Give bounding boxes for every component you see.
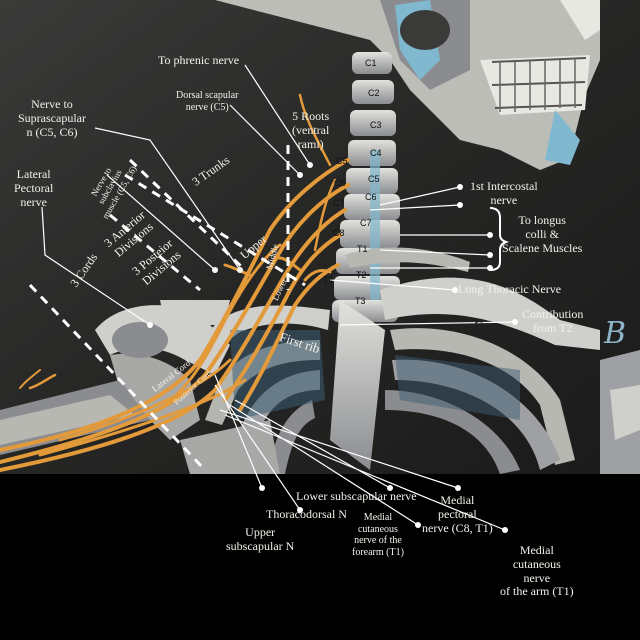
vertebra-label-t1: T1: [357, 244, 368, 254]
clavicle-bone: [380, 277, 600, 350]
nerve-root-c8: [223, 233, 342, 402]
brace: [489, 207, 510, 271]
nerve-root-t1: [238, 263, 340, 412]
vertebra-label-c5: C5: [368, 174, 380, 184]
vertebra-label-t2: T2: [356, 270, 367, 280]
vertebra-label-t3: T3: [355, 296, 366, 306]
nerve-root-c5: [0, 158, 350, 452]
nerve-root-c7: [0, 208, 347, 472]
sternum: [330, 300, 385, 470]
brachial-plexus: [0, 93, 350, 472]
label-thoracodorsal: Thoracodorsal N: [266, 507, 347, 521]
skull: [215, 0, 600, 170]
vertebra-label-c2: C2: [368, 88, 380, 98]
root-label-c7: C7: [333, 198, 345, 208]
vertebra-label-c7: C7: [360, 218, 372, 228]
label-area: [0, 474, 640, 640]
vertebra-label-c3: C3: [370, 120, 382, 130]
nerve-root-c6: [0, 183, 350, 464]
label-long-thoracic: Long Thoracic Nerve: [458, 282, 562, 296]
leader-dots: [147, 162, 518, 533]
vertebra-label-c1: C1: [365, 58, 377, 68]
root-label-t1: T1: [323, 275, 334, 285]
vertebra-label-c4: C4: [370, 148, 382, 158]
section-dividers: [28, 145, 306, 472]
root-label-c6: C6: [334, 178, 346, 188]
shoulder: [0, 300, 280, 474]
leader-lines: [41, 64, 516, 531]
label-to-phrenic-nerve: To phrenic nerve: [158, 53, 240, 67]
label-lower-subscapular: Lower subscapular nerve: [296, 489, 417, 503]
vertebra-label-c6: C6: [365, 192, 377, 202]
artist-signature: B: [604, 316, 627, 351]
vertebra-c2: [352, 80, 394, 104]
root-label-c5: C5: [336, 156, 348, 166]
root-label-c8: C8: [333, 228, 345, 238]
vertebra-c3: [350, 110, 396, 136]
first-rib-shape: [345, 247, 470, 272]
vertebra-c1: [352, 52, 392, 74]
